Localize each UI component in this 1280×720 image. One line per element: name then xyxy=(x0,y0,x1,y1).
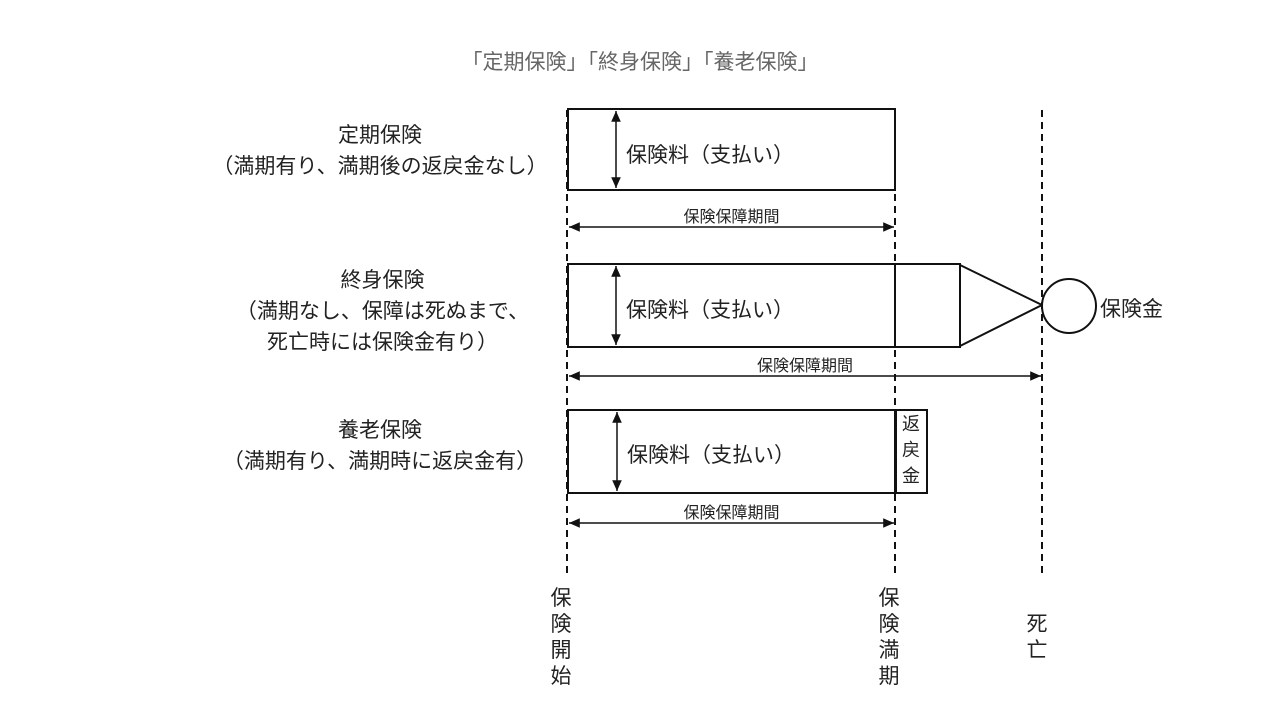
endowment-insurance-name: 養老保険 xyxy=(338,418,422,442)
endowment-premium-box xyxy=(567,409,896,494)
term-insurance-note: （満期有り、満期後の返戻金なし） xyxy=(212,154,548,178)
whole-life-insurance-label: 終身保険 （満期なし、保障は死ぬまで、 死亡時には保険金有り） xyxy=(200,265,565,358)
term-premium-text: 保険料（支払い） xyxy=(626,143,794,167)
whole-premium-text: 保険料（支払い） xyxy=(626,298,794,322)
diagram-title: 「定期保険」「終身保険」「養老保険」 xyxy=(461,50,819,74)
whole-life-insurance-note-1: （満期なし、保障は死ぬまで、 xyxy=(235,299,530,323)
term-period-label: 保険保障期間 xyxy=(683,207,780,226)
whole-life-insurance-name: 終身保険 xyxy=(340,268,425,292)
whole-premium-box xyxy=(567,263,896,348)
whole-life-insurance-note-2: 死亡時には保険金有り） xyxy=(267,330,498,354)
endowment-period-label: 保険保障期間 xyxy=(683,503,780,522)
benefit-label: 保険金 xyxy=(1100,297,1163,321)
benefit-circle xyxy=(1041,278,1097,334)
endowment-insurance-note: （満期有り、満期時に返戻金有） xyxy=(222,449,538,473)
endowment-insurance-label: 養老保険 （満期有り、満期時に返戻金有） xyxy=(195,415,565,477)
endowment-premium-text: 保険料（支払い） xyxy=(627,443,795,467)
refund-label: 返戻金 xyxy=(902,414,920,487)
start-label: 保険開始 xyxy=(550,586,572,688)
whole-benefit-triangle xyxy=(959,263,1045,348)
maturity-label: 保険満期 xyxy=(878,586,900,688)
death-label: 死亡 xyxy=(1026,612,1048,662)
whole-period-label: 保険保障期間 xyxy=(756,356,853,375)
whole-extension-box xyxy=(894,263,961,348)
term-premium-box xyxy=(567,108,896,191)
term-insurance-name: 定期保険 xyxy=(338,123,422,147)
term-insurance-label: 定期保険 （満期有り、満期後の返戻金なし） xyxy=(195,120,565,182)
refund-box xyxy=(895,409,928,494)
